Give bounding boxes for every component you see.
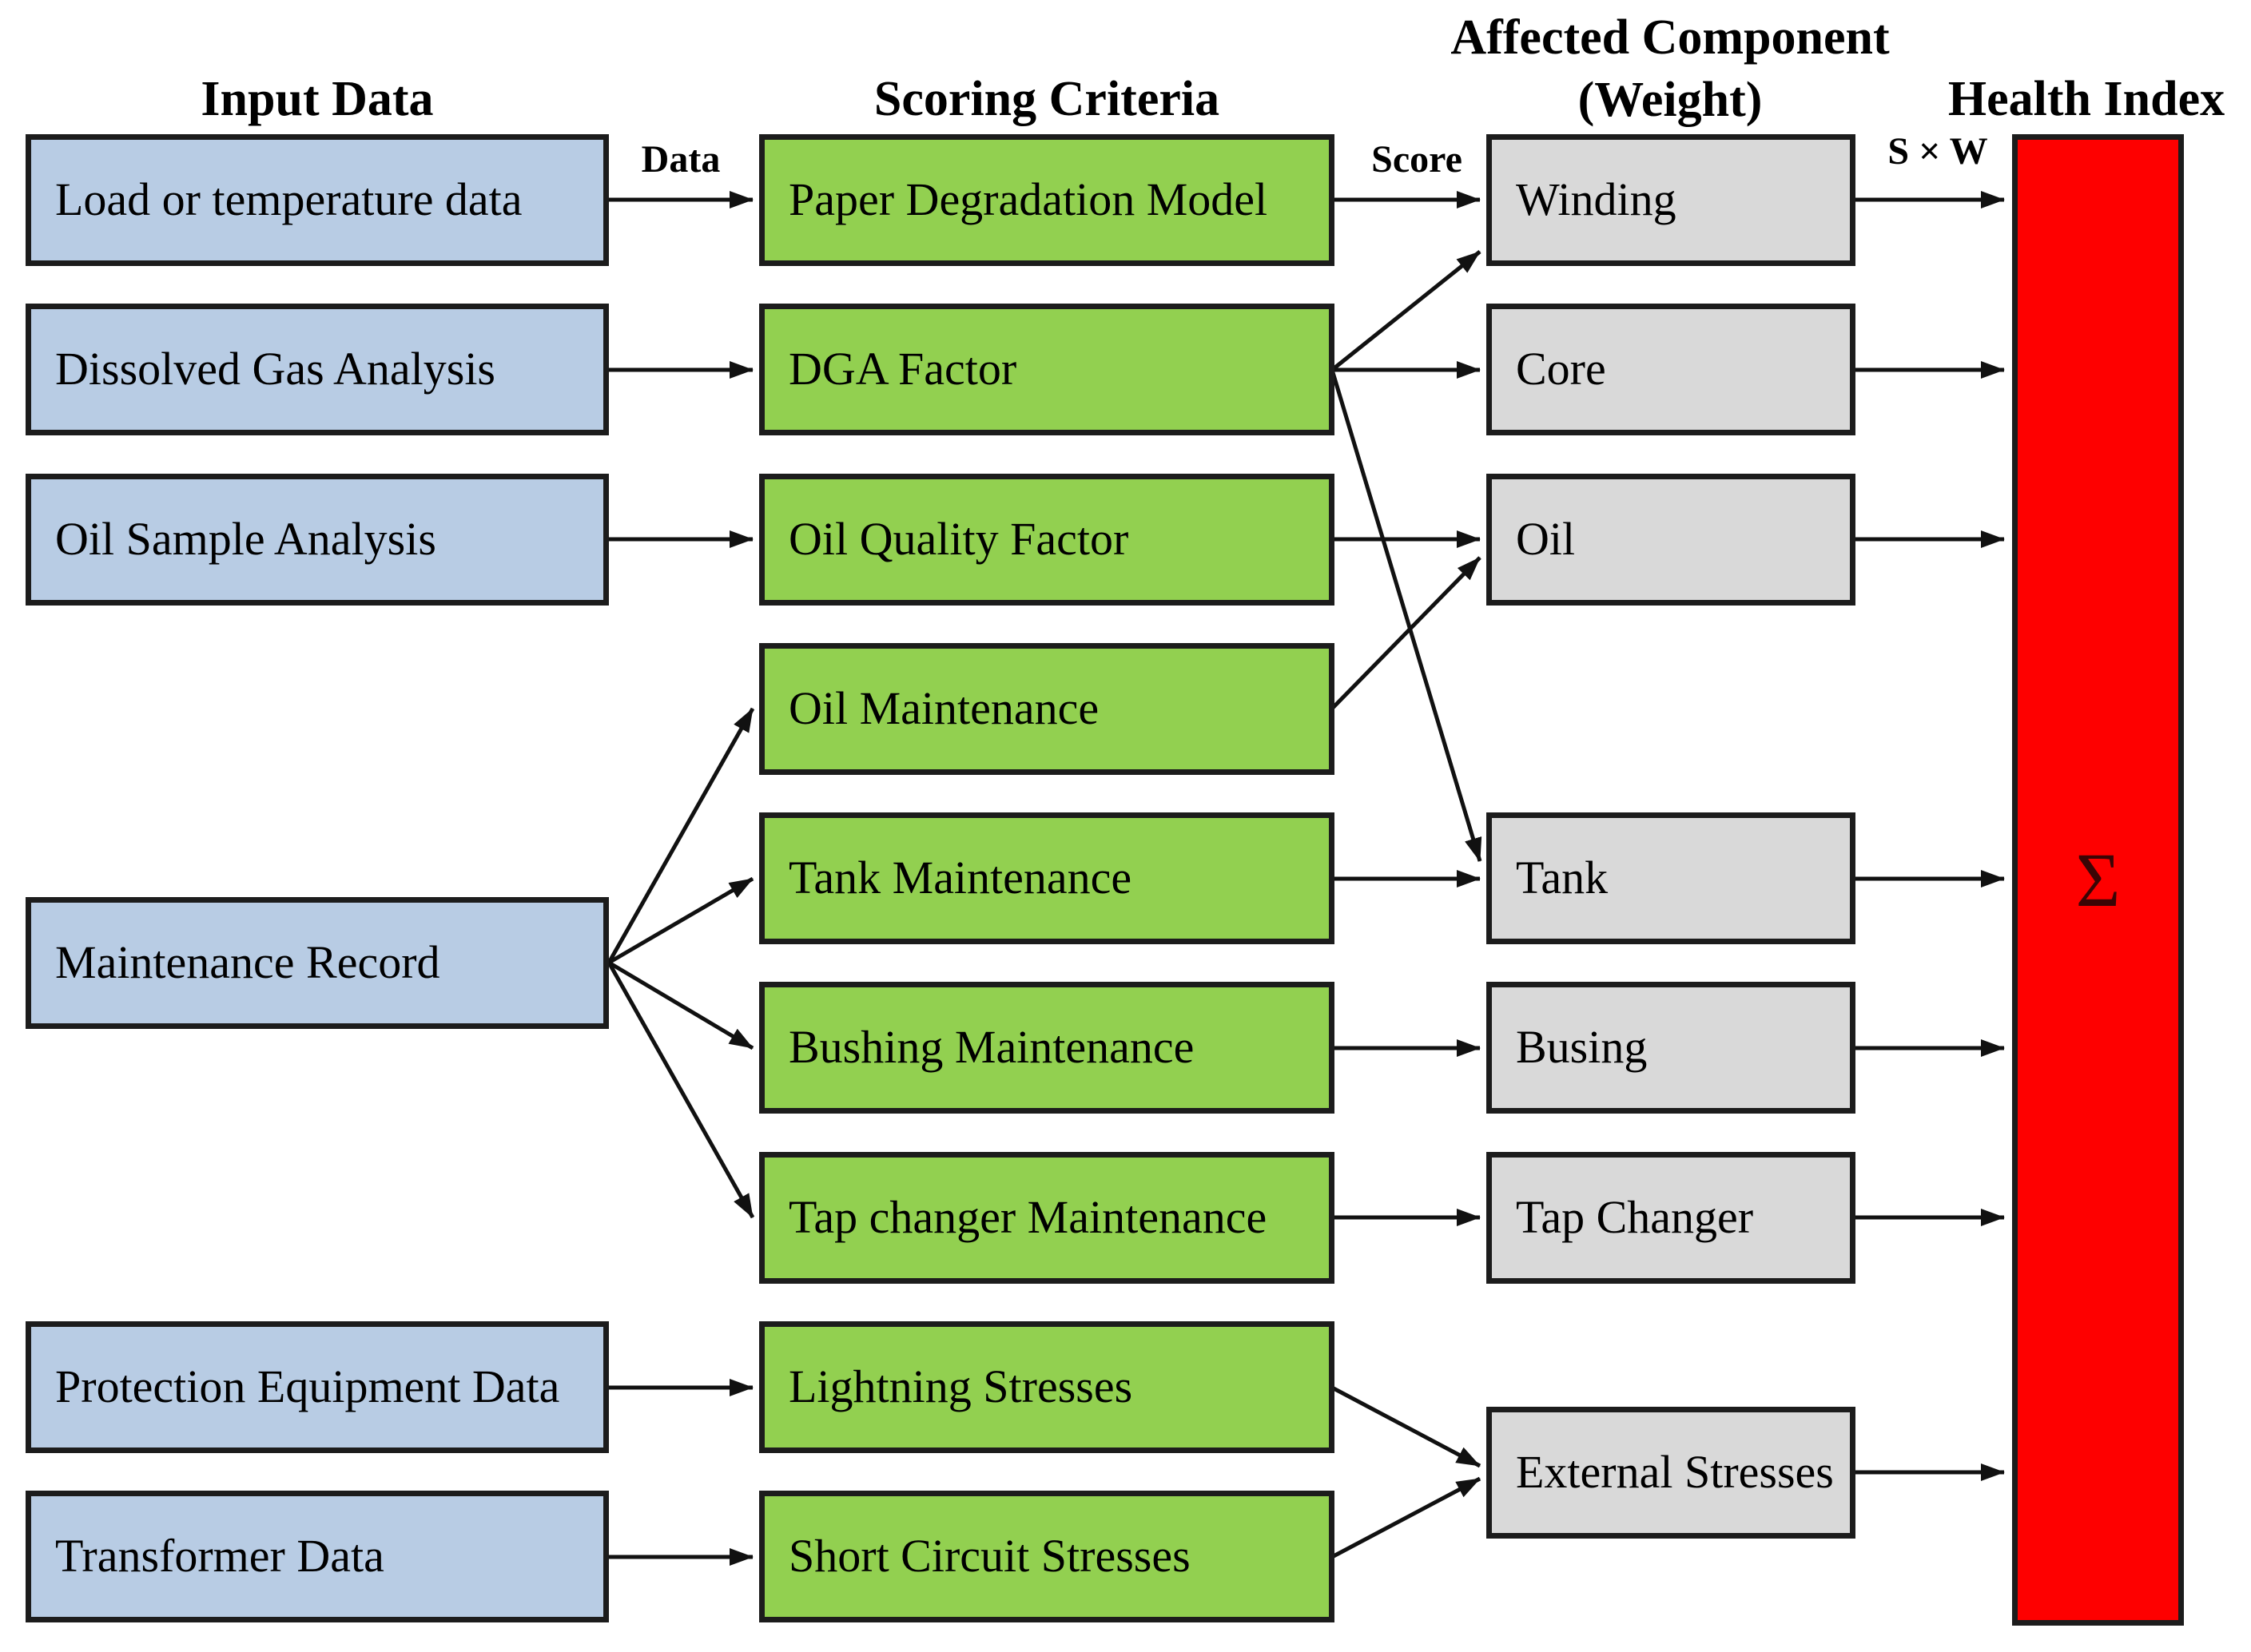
edge-maint-tapmaint [606, 961, 755, 1219]
sxw-arrow-label: S × W [1887, 130, 1988, 173]
affected-component-header-line2: (Weight) [1577, 73, 1763, 127]
sigma-symbol: Σ [2075, 837, 2121, 923]
affected-component-header-line1: Affected Component [1450, 10, 1890, 65]
scoring-criteria-header: Scoring Criteria [873, 72, 1220, 126]
node-core: Core [1486, 304, 1855, 435]
node-bushing-maintenance: Bushing Maintenance [759, 982, 1334, 1114]
input-data-header: Input Data [201, 72, 434, 126]
node-tap-changer-maintenance: Tap changer Maintenance [759, 1152, 1334, 1284]
node-oil-quality-factor: Oil Quality Factor [759, 474, 1334, 606]
edge-maint-oilmaint [606, 707, 755, 964]
node-lightning-stresses: Lightning Stresses [759, 1321, 1334, 1453]
edge-oilmaint-oil [1330, 556, 1481, 710]
node-tank: Tank [1486, 812, 1855, 944]
health-index-header: Health Index [1947, 72, 2225, 126]
edge-maint-tankmaint [607, 876, 754, 965]
node-oil: Oil [1486, 474, 1855, 606]
edge-dgafactor-tank [1330, 369, 1482, 862]
edge-dgafactor-winding [1330, 250, 1481, 371]
node-tap-changer: Tap Changer [1486, 1152, 1855, 1284]
edge-lightning-external [1330, 1385, 1481, 1468]
node-paper-degradation-model: Paper Degradation Model [759, 134, 1334, 266]
node-health-index-sum: Σ [2012, 134, 2184, 1626]
node-oil-sample-analysis: Oil Sample Analysis [26, 474, 609, 606]
data-arrow-label: Data [641, 138, 721, 181]
edge-maint-bushingmaint [607, 960, 754, 1050]
node-maintenance-record: Maintenance Record [26, 897, 609, 1029]
node-dga-factor: DGA Factor [759, 304, 1334, 435]
node-external-stresses: External Stresses [1486, 1407, 1855, 1539]
node-tank-maintenance: Tank Maintenance [759, 812, 1334, 944]
score-arrow-label: Score [1371, 138, 1462, 181]
node-load-or-temperature-data: Load or temperature data [26, 134, 609, 266]
node-short-circuit-stresses: Short Circuit Stresses [759, 1491, 1334, 1622]
affected-component-header: Affected Component (Weight) [1430, 6, 1910, 131]
node-protection-equipment-data: Protection Equipment Data [26, 1321, 609, 1453]
node-oil-maintenance: Oil Maintenance [759, 643, 1334, 775]
edge-shortcircuit-external [1330, 1476, 1481, 1559]
node-transformer-data: Transformer Data [26, 1491, 609, 1622]
node-winding: Winding [1486, 134, 1855, 266]
node-dissolved-gas-analysis: Dissolved Gas Analysis [26, 304, 609, 435]
node-busing: Busing [1486, 982, 1855, 1114]
